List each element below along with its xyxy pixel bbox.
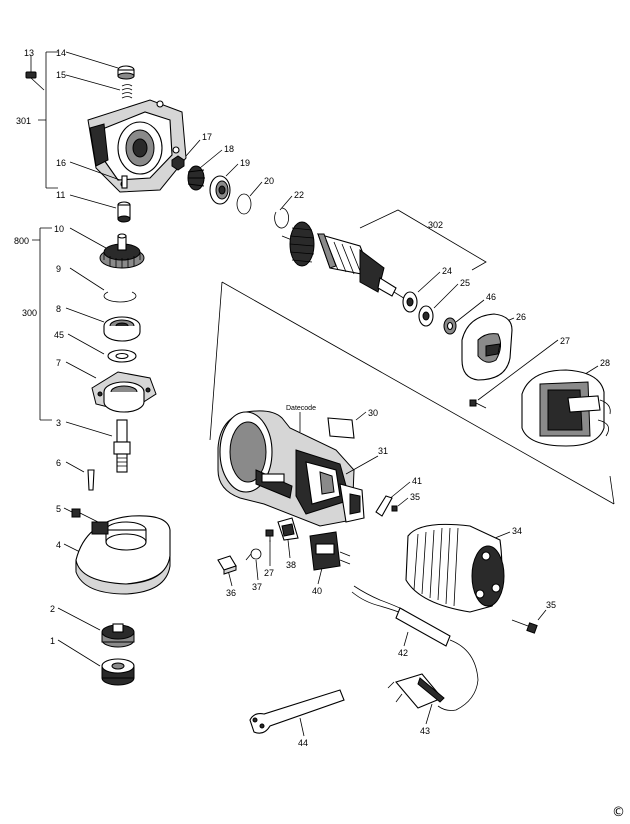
label-41: 41 xyxy=(412,476,422,486)
bracket-302 xyxy=(359,209,487,271)
label-8: 8 xyxy=(56,304,61,314)
housing-assembly-bracket xyxy=(209,281,615,505)
part-17-nut xyxy=(171,139,201,171)
label-38: 38 xyxy=(286,560,296,570)
part-7-bearing-flange xyxy=(65,361,157,413)
part-22-snap-ring xyxy=(274,195,293,229)
part-38-brush-holder xyxy=(277,517,299,559)
part-20-o-ring xyxy=(236,181,263,215)
bracket-301 xyxy=(38,51,58,189)
label-20: 20 xyxy=(264,176,274,186)
label-3: 3 xyxy=(56,418,61,428)
label-301: 301 xyxy=(16,116,31,126)
label-14: 14 xyxy=(56,48,66,58)
part-13-screw xyxy=(25,56,45,91)
label-17: 17 xyxy=(202,132,212,142)
part-19-bearing xyxy=(209,163,239,205)
part-9-snap-ring xyxy=(69,267,137,303)
label-7: 7 xyxy=(56,358,61,368)
label-27: 27 xyxy=(560,336,570,346)
part-37-spring xyxy=(245,548,262,581)
label-44: 44 xyxy=(298,738,308,748)
part-302-armature xyxy=(281,221,411,303)
part-31-motor-housing xyxy=(217,410,365,527)
part-1-nut xyxy=(57,639,135,686)
part-4-wheel-guard xyxy=(63,515,171,595)
part-46-washer xyxy=(443,299,485,335)
label-26: 26 xyxy=(516,312,526,322)
label-1: 1 xyxy=(50,636,55,646)
label-19: 19 xyxy=(240,158,250,168)
label-30: 30 xyxy=(368,408,378,418)
label-40: 40 xyxy=(312,586,322,596)
part-2-flange xyxy=(57,607,135,648)
part-28-field-coil xyxy=(521,365,611,447)
label-13: 13 xyxy=(24,48,34,58)
part-8-bearing xyxy=(65,307,141,342)
label-35-lower: 35 xyxy=(546,600,556,610)
label-300: 300 xyxy=(22,308,37,318)
part-14-cap xyxy=(65,51,135,80)
part-45-washer xyxy=(67,333,137,363)
part-30-datecode-label xyxy=(327,411,367,439)
part-36-carbon-brush xyxy=(217,555,237,587)
part-44-spanner xyxy=(249,689,345,737)
part-34-rear-cover xyxy=(405,523,511,613)
label-25: 25 xyxy=(460,278,470,288)
label-10: 10 xyxy=(54,224,64,234)
part-16-pin xyxy=(69,161,128,189)
label-22: 22 xyxy=(294,190,304,200)
label-46: 46 xyxy=(486,292,496,302)
part-11-bushing xyxy=(69,194,131,223)
label-5: 5 xyxy=(56,504,61,514)
label-42: 42 xyxy=(398,648,408,658)
part-24-bearing xyxy=(402,271,441,313)
label-15: 15 xyxy=(56,70,66,80)
label-34: 34 xyxy=(512,526,522,536)
leader-31 xyxy=(345,455,379,475)
label-6: 6 xyxy=(56,458,61,468)
label-4: 4 xyxy=(56,540,61,550)
label-2: 2 xyxy=(50,604,55,614)
label-27-lower: 27 xyxy=(264,568,274,578)
label-43: 43 xyxy=(420,726,430,736)
part-18-pinion xyxy=(187,149,223,191)
copyright-mark: © xyxy=(612,805,625,820)
part-27-screw xyxy=(469,339,559,409)
part-35-screw-upper xyxy=(391,497,409,512)
part-5-screw xyxy=(63,507,99,523)
label-24: 24 xyxy=(442,266,452,276)
part-41-gasket xyxy=(375,481,411,517)
label-9: 9 xyxy=(56,264,61,274)
part-6-screw xyxy=(65,461,95,491)
datecode-text: Datecode xyxy=(286,405,316,412)
label-11: 11 xyxy=(56,190,65,200)
part-40-switch xyxy=(309,531,351,585)
label-45: 45 xyxy=(54,330,64,340)
part-43-plug xyxy=(387,673,445,725)
label-800: 800 xyxy=(14,236,29,246)
label-18: 18 xyxy=(224,144,234,154)
label-16: 16 xyxy=(56,158,66,168)
part-35-screw-lower xyxy=(511,609,547,634)
part-labels: 13 14 15 301 16 11 800 10 9 300 8 45 7 3… xyxy=(14,48,610,748)
part-10-bevel-gear xyxy=(69,227,145,269)
part-25-bearing xyxy=(418,283,459,327)
part-42-cable xyxy=(351,585,479,711)
label-302: 302 xyxy=(428,220,443,230)
label-31: 31 xyxy=(378,446,388,456)
bracket-800 xyxy=(32,227,52,421)
part-301-gear-housing xyxy=(87,99,187,193)
label-28: 28 xyxy=(600,358,610,368)
label-35-upper: 35 xyxy=(410,492,420,502)
part-15-spring xyxy=(65,74,133,99)
part-26-baffle xyxy=(461,313,515,381)
label-37: 37 xyxy=(252,582,262,592)
label-36: 36 xyxy=(226,588,236,598)
part-3-spindle xyxy=(65,419,131,473)
part-27-screw-lower xyxy=(265,529,274,566)
